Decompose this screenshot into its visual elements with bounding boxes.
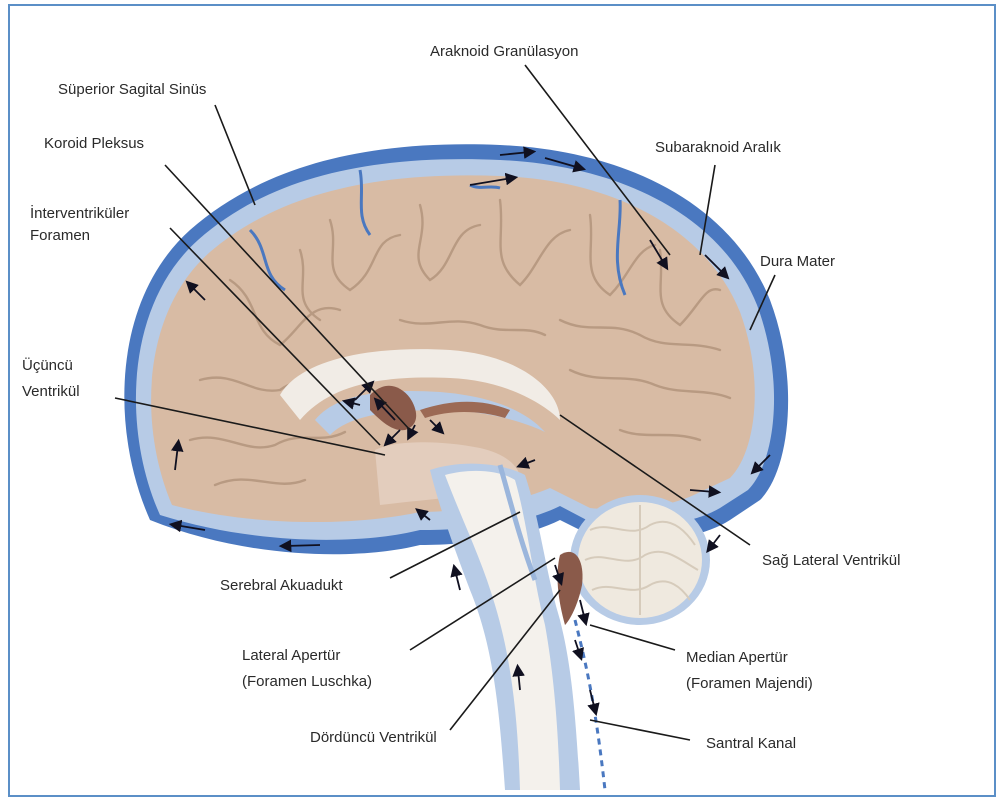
flow-arrow (285, 545, 320, 546)
flow-arrow (580, 600, 585, 620)
label-third-ventricle-2: Ventrikül (22, 383, 80, 400)
label-choroid-plexus: Koroid Pleksus (44, 135, 144, 152)
label-central-canal: Santral Kanal (706, 735, 796, 752)
label-lateral-aperture-2: (Foramen Luschka) (242, 673, 372, 690)
flow-arrow (455, 570, 460, 590)
label-lateral-aperture-1: Lateral Apertür (242, 647, 340, 664)
leader-line (215, 105, 255, 205)
label-median-aperture-2: (Foramen Majendi) (686, 675, 813, 692)
central-canal (575, 620, 605, 790)
label-interventricular-foramen-2: Foramen (30, 227, 90, 244)
leader-line (590, 625, 675, 650)
label-dura-mater: Dura Mater (760, 253, 835, 270)
label-superior-sagittal-sinus: Süperior Sagital Sinüs (58, 81, 206, 98)
label-subarachnoid-space: Subaraknoid Aralık (655, 139, 781, 156)
label-arachnoid-granulation: Araknoid Granülasyon (430, 43, 578, 60)
label-median-aperture-1: Median Apertür (686, 649, 788, 666)
label-third-ventricle-1: Üçüncü (22, 356, 73, 374)
label-right-lateral-ventricle: Sağ Lateral Ventrikül (762, 552, 900, 569)
leader-line (590, 720, 690, 740)
flow-arrow (710, 535, 720, 548)
label-cerebral-aqueduct: Serebral Akuadukt (220, 577, 343, 594)
label-interventricular-foramen-1: İnterventriküler (30, 204, 129, 222)
label-fourth-ventricle: Dördüncü Ventrikül (310, 729, 437, 746)
fourth-ventricle (558, 552, 583, 625)
